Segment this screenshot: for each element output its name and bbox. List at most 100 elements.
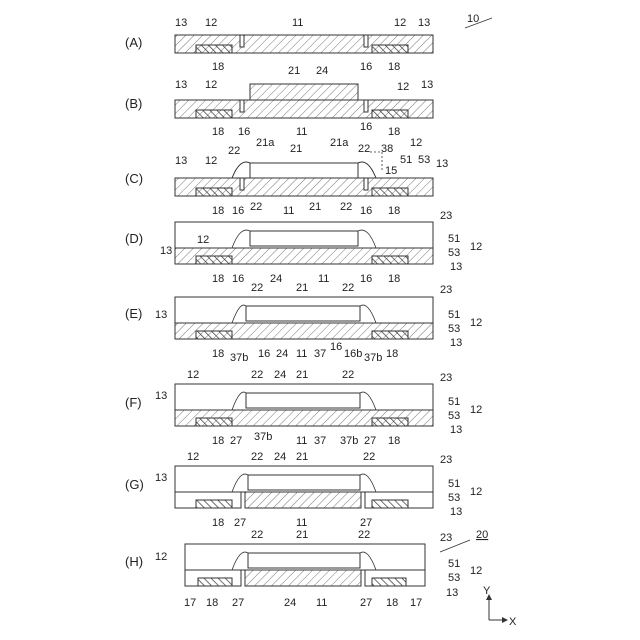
ref-d-13l: 13 — [160, 245, 172, 257]
ref-c-22l: 22 — [228, 145, 240, 157]
ref-e-23: 23 — [440, 284, 452, 296]
ref-a-16: 16 — [360, 61, 372, 73]
ref-f-12l: 12 — [187, 369, 199, 381]
ref-f-22r: 22 — [342, 369, 354, 381]
ref-d-13r: 13 — [450, 261, 462, 273]
ref-b-13r: 13 — [421, 79, 433, 91]
ref-g-23: 23 — [440, 454, 452, 466]
ref-d-12: 12 — [470, 241, 482, 253]
ref-d-16r: 16 — [360, 273, 372, 285]
ref-figure-20: 20 — [476, 529, 488, 541]
ref-h-53: 53 — [448, 572, 460, 584]
ref-h-13r: 13 — [446, 587, 458, 599]
ref-h-51: 51 — [448, 558, 460, 570]
ref-c-16l: 16 — [232, 205, 244, 217]
stage-label-h: (H) — [125, 554, 143, 569]
ref-g-27l: 27 — [234, 517, 246, 529]
ref-e-24: 24 — [276, 348, 288, 360]
ref-c-21b: 21 — [309, 201, 321, 213]
stage-f-drawing — [175, 384, 433, 426]
ref-a-13r: 13 — [418, 17, 430, 29]
ref-f-13r: 13 — [450, 424, 462, 436]
ref-f-22l: 22 — [251, 369, 263, 381]
ref-g-53: 53 — [448, 492, 460, 504]
ref-b-12r: 12 — [397, 81, 409, 93]
ref-c-22r2: 22 — [340, 201, 352, 213]
ref-f-18l: 18 — [212, 435, 224, 447]
ref-e-51: 51 — [448, 309, 460, 321]
ref-b-11: 11 — [296, 126, 307, 138]
ref-a-18l: 18 — [212, 61, 224, 73]
axis-indicator — [486, 594, 508, 623]
ref-e-13l: 13 — [155, 309, 167, 321]
ref-c-15: 15 — [385, 165, 397, 177]
ref-b-16l: 16 — [238, 126, 250, 138]
ref-b-12l: 12 — [205, 79, 217, 91]
ref-f-27l: 27 — [230, 435, 242, 447]
ref-c-21ar: 21a — [330, 137, 349, 149]
ref-d-16l: 16 — [232, 273, 244, 285]
ref-b-18r: 18 — [388, 126, 400, 138]
ref-f-27r: 27 — [364, 435, 376, 447]
ref-b-18l: 18 — [212, 126, 224, 138]
ref-h-24: 24 — [284, 597, 296, 609]
ref-g-12l: 12 — [187, 451, 199, 463]
ref-c-12l: 12 — [205, 155, 217, 167]
ref-f-24: 24 — [274, 369, 286, 381]
ref-b-21: 21 — [288, 65, 300, 77]
stage-a-drawing — [175, 18, 492, 53]
ref-g-27r: 27 — [360, 517, 372, 529]
stage-label-f: (F) — [125, 395, 142, 410]
ref-d-11: 11 — [318, 273, 329, 285]
ref-e-11: 11 — [296, 348, 307, 360]
ref-h-27l: 27 — [232, 597, 244, 609]
ref-g-22l: 22 — [251, 451, 263, 463]
ref-f-37bl: 37b — [254, 431, 272, 443]
ref-g-51: 51 — [448, 478, 460, 490]
ref-d-53: 53 — [448, 247, 460, 259]
ref-d-24: 24 — [270, 273, 282, 285]
ref-c-22r: 22 — [358, 143, 370, 155]
ref-d-18r: 18 — [388, 273, 400, 285]
ref-g-24: 24 — [274, 451, 286, 463]
ref-figure-10: 10 — [467, 13, 479, 25]
ref-d-18l: 18 — [212, 273, 224, 285]
ref-a-12l: 12 — [205, 17, 217, 29]
stage-h-drawing — [185, 544, 425, 586]
ref-h-12l: 12 — [155, 551, 167, 563]
stage-label-b: (B) — [125, 96, 142, 111]
ref-e-16b: 16b — [344, 348, 362, 360]
axis-y-label: Y — [483, 585, 491, 597]
ref-d-12top: 12 — [197, 234, 209, 246]
ref-e-37br: 37b — [364, 352, 382, 364]
ref-f-53: 53 — [448, 410, 460, 422]
ref-d-51: 51 — [448, 233, 460, 245]
ref-g-12r: 12 — [470, 486, 482, 498]
stage-label-g: (G) — [125, 477, 144, 492]
ref-g-22r: 22 — [363, 451, 375, 463]
stage-label-e: (E) — [125, 306, 142, 321]
ref-c-16r: 16 — [360, 205, 372, 217]
stage-label-a: (A) — [125, 35, 142, 50]
ref-e-18l: 18 — [212, 348, 224, 360]
ref-h-21: 21 — [296, 529, 308, 541]
ref-e-16m: 16 — [330, 341, 342, 353]
ref-f-18r: 18 — [388, 435, 400, 447]
ref-f-21: 21 — [296, 369, 308, 381]
ref-c-11: 11 — [283, 205, 294, 217]
ref-e-37bl: 37b — [230, 352, 248, 364]
ref-f-13l: 13 — [155, 390, 167, 402]
ref-c-18l: 18 — [212, 205, 224, 217]
ref-b-13l: 13 — [175, 79, 187, 91]
ref-h-12r: 12 — [470, 565, 482, 577]
ref-g-21: 21 — [296, 451, 308, 463]
ref-e-12: 12 — [470, 317, 482, 329]
axis-x-label: X — [509, 616, 517, 628]
ref-h-18r: 18 — [386, 597, 398, 609]
ref-f-51: 51 — [448, 396, 460, 408]
ref-c-12r: 12 — [410, 137, 422, 149]
ref-g-13l: 13 — [155, 472, 167, 484]
ref-c-13l: 13 — [175, 155, 187, 167]
stage-e-drawing — [175, 297, 433, 339]
